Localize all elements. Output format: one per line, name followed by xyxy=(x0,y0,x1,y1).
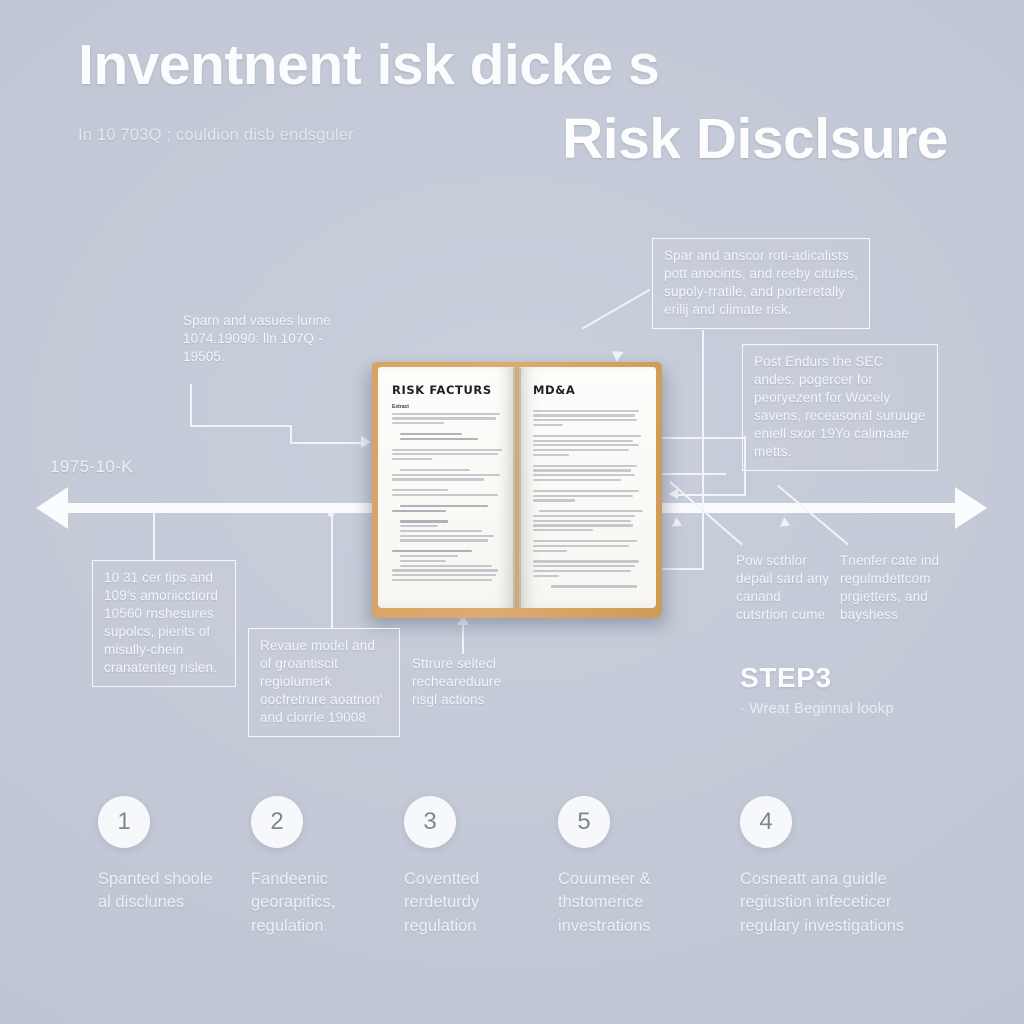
callout-bottom-left-1: 10 31 cer tips and 109's amoriicctiord 1… xyxy=(92,560,236,687)
page-subtitle: In 10 703Q ; couldion disb endsguler xyxy=(78,126,354,144)
step-callout-block: STEP3 · Wreat Beginnal lookp xyxy=(740,662,894,717)
leader-line-book-right-1 xyxy=(662,437,746,439)
step-label-1: Spanted shoole al disclunes xyxy=(98,870,213,912)
page-title-line2: Risk Disclsure xyxy=(562,107,948,171)
step-number-badge-5: 5 xyxy=(558,796,610,848)
callout-bottom-left-2: Revaue model and of groantiscit regiolum… xyxy=(248,628,400,737)
book-right-page-title: MD&A xyxy=(533,383,576,397)
leader-line-book-right-2 xyxy=(662,473,726,475)
book-spine xyxy=(513,368,521,608)
leader-line-bottom-left2-upper xyxy=(331,513,333,565)
leader-line-bottom-center-riser xyxy=(462,624,464,654)
step-item-2[interactable]: 2 Fandeenic georapitics, regulation xyxy=(251,796,391,938)
callout-top-right-1: Spar and anscor roti-adicalists pott ano… xyxy=(652,238,870,329)
page-title-line1: Inventnent isk dicke s xyxy=(78,33,660,97)
step-number-badge-1: 1 xyxy=(98,796,150,848)
leader-line-bottom-right1-diagonal xyxy=(669,481,743,546)
leader-line-bottom-right2-diagonal xyxy=(777,485,849,546)
step-number-badge-4: 4 xyxy=(740,796,792,848)
leader-arrow-bottom-center-tip xyxy=(457,615,469,625)
leader-line-top-right1-vertical xyxy=(702,330,704,570)
arrow-left-icon xyxy=(36,487,68,529)
leader-arrow-top-left-tip xyxy=(361,436,371,448)
step-item-1[interactable]: 1 Spanted shoole al disclunes xyxy=(98,796,228,915)
leader-line-top-left-into-book xyxy=(290,442,362,444)
callout-top-left: Sparn and vasues lurine 1074.19090: lln … xyxy=(183,313,331,364)
step-label-5: Couumeer & thstomerice investrations xyxy=(558,870,651,935)
step-callout-subtitle: · Wreat Beginnal lookp xyxy=(740,700,894,717)
leader-line-top-left-vertical xyxy=(190,384,192,426)
book-page-left: RISK FACTURS Extract xyxy=(378,367,515,608)
step-item-3[interactable]: 3 Coventted rerdeturdy regulation xyxy=(404,796,544,938)
leader-arrow-top-right1-tip xyxy=(608,346,624,362)
leader-line-top-right2-vertical xyxy=(744,436,746,496)
step-label-4: Cosneatt ana guidle regiustion infecetic… xyxy=(740,870,905,935)
book-left-page-title: RISK FACTURS xyxy=(392,383,492,397)
step-label-3: Coventted rerdeturdy regulation xyxy=(404,870,480,935)
leader-line-top-left-drop xyxy=(290,425,292,443)
leader-line-bottom-left1-riser xyxy=(153,513,155,560)
leader-line-top-right1-foot xyxy=(660,568,703,570)
header-banner: Inventnent isk dicke s Risk Disclsure In… xyxy=(0,0,1024,200)
step-callout-title: STEP3 xyxy=(740,662,832,693)
callout-bottom-center: Sttrure seltecl recheareduure risgl acti… xyxy=(412,656,502,707)
leader-arrow-bottom-right2-tip xyxy=(776,517,791,531)
open-book-illustration: RISK FACTURS Extract MD&A xyxy=(366,362,668,628)
book-left-page-subhead: Extract xyxy=(392,404,409,410)
leader-arrow-top-right2-tip xyxy=(668,489,678,499)
arrow-right-icon xyxy=(955,487,987,529)
step-number-badge-3: 3 xyxy=(404,796,456,848)
callout-bottom-right-1: Pow scthlor depail sard any canand cutsr… xyxy=(736,553,830,622)
leader-line-top-left-horizontal xyxy=(190,425,291,427)
step-item-4[interactable]: 4 Cosneatt ana guidle regiustion infecet… xyxy=(740,796,950,938)
step-number-badge-2: 2 xyxy=(251,796,303,848)
timeline-start-label: 1975-10-K xyxy=(50,457,133,476)
step-item-5[interactable]: 5 Couumeer & thstomerice investrations xyxy=(558,796,708,938)
leader-arrow-bottom-right1-tip xyxy=(668,517,683,531)
leader-line-top-right2-horizontal xyxy=(678,494,745,496)
book-page-right: MD&A xyxy=(519,367,656,608)
callout-top-right-2: Post Endurs the SEC andes, pogercer for … xyxy=(742,344,938,471)
callout-bottom-right-2: Tnenfer cate ind regulmdettcom prgietter… xyxy=(840,553,940,622)
leader-line-bottom-left2-riser xyxy=(331,565,333,628)
leader-line-top-right1-diagonal xyxy=(582,289,651,330)
numbered-steps-row: 1 Spanted shoole al disclunes 2 Fandeeni… xyxy=(0,796,1024,976)
step-label-2: Fandeenic georapitics, regulation xyxy=(251,870,336,935)
